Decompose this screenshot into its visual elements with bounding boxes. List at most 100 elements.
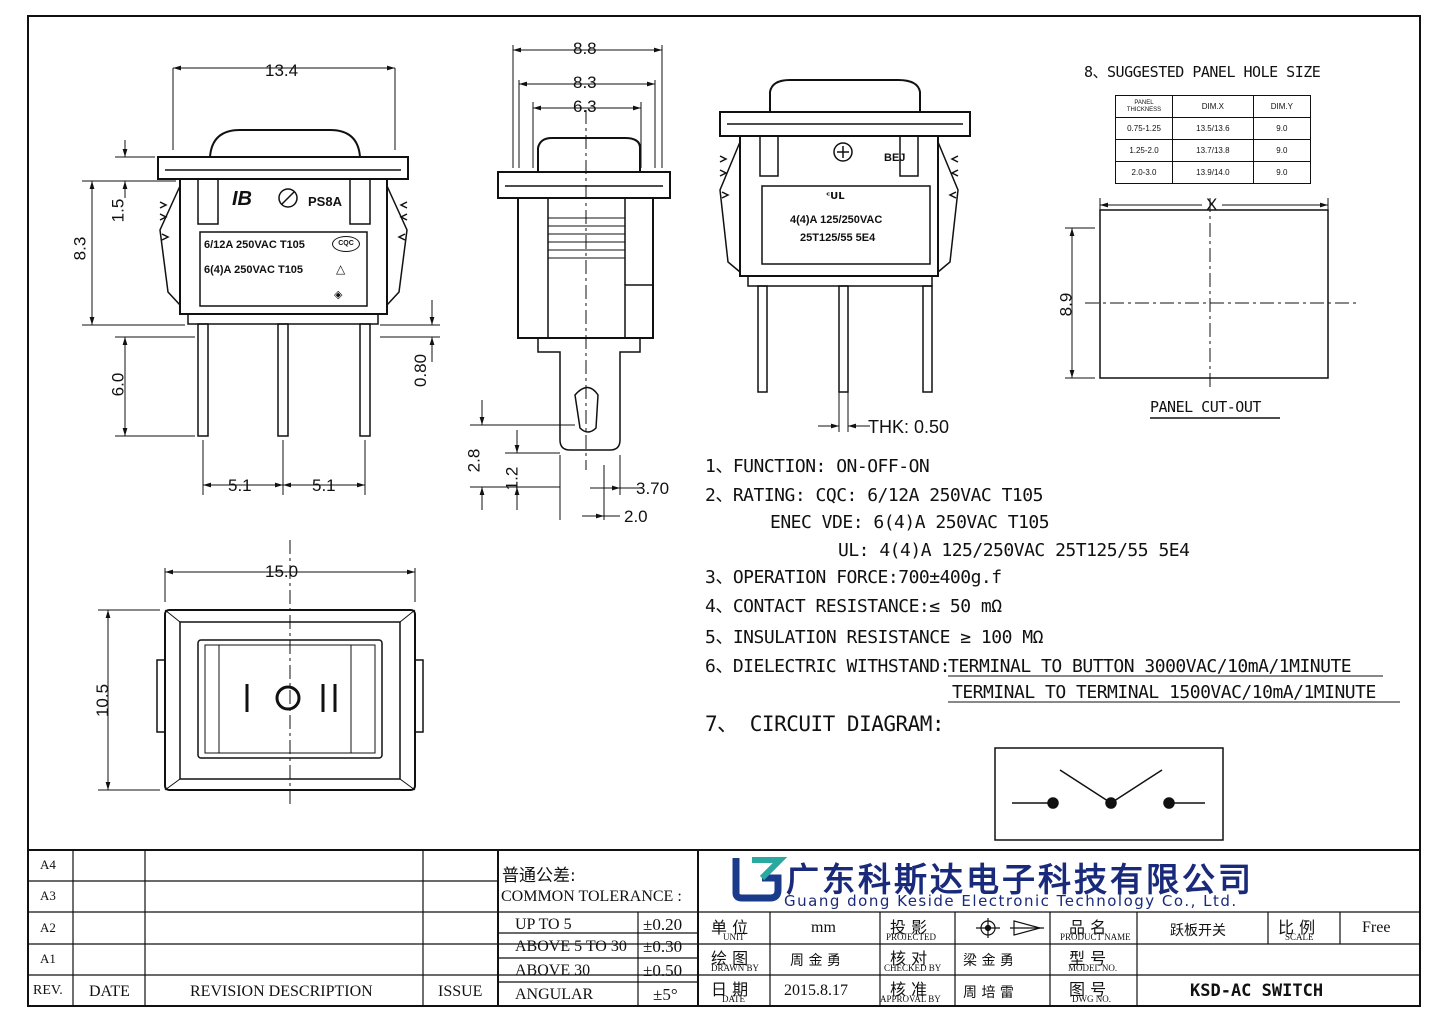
table-cell: 13.7/13.8 [1172, 139, 1254, 162]
title-block-grid [28, 849, 1420, 1006]
projection-symbol [976, 918, 1044, 938]
approval-en: APPROVAL BY [880, 994, 941, 1004]
tol-range-4: ANGULAR [515, 986, 594, 1003]
dim-side-d4: 2.0 [624, 507, 648, 526]
scale-en: SCALE [1285, 932, 1314, 942]
dwg-en: DWG NO. [1072, 994, 1111, 1004]
drawn-cn: 绘 图 [711, 949, 749, 968]
panel-hole-table: PANEL THICKNESS DIM.X DIM.Y 0.75-1.25 13… [1115, 95, 1312, 184]
dim-side-w1: 8.8 [573, 39, 597, 58]
table-cell: 13.9/14.0 [1172, 161, 1254, 184]
model-en: MODEL NO. [1068, 963, 1118, 973]
dim-top-cap: 1.5 [108, 198, 128, 223]
dim-pin-length: 6.0 [108, 372, 128, 397]
dim-bottom-height: 10.5 [93, 683, 113, 718]
table-cell: 9.0 [1252, 139, 1312, 162]
spec-rating-cqc: 2、RATING: CQC: 6/12A 250VAC T105 [705, 485, 1043, 506]
projected-cn: 投 影 [890, 918, 928, 937]
checked-cn: 核 对 [890, 949, 928, 968]
bottom-view [98, 540, 424, 808]
rear-rating-2: 25T125/55 5E4 [800, 232, 876, 244]
tolerance-cn: 普通公差: [502, 866, 576, 886]
date-en: DATE [722, 994, 745, 1004]
tol-range-2: ABOVE 5 TO 30 [515, 938, 627, 955]
table-row: 2.0-3.0 13.9/14.0 9.0 [1115, 161, 1312, 184]
tol-range-1: UP TO 5 [515, 916, 572, 933]
issue-header: ISSUE [438, 983, 483, 1000]
tol-value-4: ±5° [653, 985, 678, 1004]
spec-dielectric-2: TERMINAL TO TERMINAL 1500VAC/10mA/1MINUT… [952, 682, 1376, 703]
date-header: DATE [89, 983, 130, 1000]
panel-cutout [1065, 198, 1360, 419]
product-en: PRODUCT NAME [1060, 932, 1131, 942]
side-view [470, 45, 671, 520]
revision-a2: A2 [40, 920, 56, 935]
table-cell: 13.5/13.6 [1172, 117, 1254, 140]
drawing-number: KSD-AC SWITCH [1190, 981, 1324, 1001]
table-cell: 1.25-2.0 [1115, 139, 1173, 162]
thickness-label: THK: 0.50 [868, 417, 950, 437]
table-row: 0.75-1.25 13.5/13.6 9.0 [1115, 117, 1312, 140]
panel-hole-title: 8、SUGGESTED PANEL HOLE SIZE [1084, 63, 1321, 81]
table-cell: 2.0-3.0 [1115, 161, 1173, 184]
ul-mark-icon: ᶜUL [826, 191, 845, 202]
dim-bottom-width: 15.0 [265, 562, 299, 581]
dim-side-d1: 2.8 [464, 448, 484, 473]
cqc-mark-icon: CQC [332, 236, 360, 252]
unit-en: UNIT [723, 932, 745, 942]
spec-insulation-resistance: 5、INSULATION RESISTANCE ≥ 100 MΩ [705, 627, 1043, 648]
date-value: 2015.8.17 [784, 982, 848, 999]
header-dim-x: DIM.X [1172, 95, 1254, 118]
table-row: 1.25-2.0 13.7/13.8 9.0 [1115, 139, 1312, 162]
spec-dielectric-1: TERMINAL TO BUTTON 3000VAC/10mA/1MINUTE [948, 656, 1352, 677]
dim-pin-gap-2: 5.1 [312, 476, 336, 495]
dim-width: 13.4 [265, 61, 299, 80]
spec-function: 1、FUNCTION: ON-OFF-ON [705, 456, 930, 477]
scale-value: Free [1362, 919, 1391, 936]
vde-mark-icon: ◈ [334, 288, 343, 301]
drawn-value: 周 金 勇 [790, 953, 841, 969]
revision-description-header: REVISION DESCRIPTION [190, 983, 373, 1000]
dim-height: 8.3 [70, 236, 90, 261]
rear-rating-1: 4(4)A 125/250VAC [790, 214, 883, 226]
unit-cn: 单 位 [711, 918, 749, 937]
checked-value: 梁 金 勇 [963, 953, 1014, 969]
dim-pin-offset: 0.80 [411, 353, 431, 388]
tol-range-3: ABOVE 30 [515, 962, 591, 979]
spec-operation-force: 3、OPERATION FORCE:700±400g.f [705, 567, 1002, 588]
model-cn: 型 号 [1069, 949, 1107, 968]
projected-en: PROJECTED [886, 932, 937, 942]
company-logo [732, 857, 788, 902]
unit-value: mm [811, 919, 836, 936]
table-cell: 0.75-1.25 [1115, 117, 1173, 140]
table-header-row: PANEL THICKNESS DIM.X DIM.Y [1115, 95, 1312, 118]
spec-contact-resistance: 4、CONTACT RESISTANCE:≤ 50 mΩ [705, 596, 1002, 617]
dim-pin-gap-1: 5.1 [228, 476, 252, 495]
approval-value: 周 培 雷 [963, 985, 1014, 1001]
cutout-label: PANEL CUT-OUT [1150, 398, 1261, 416]
table-cell: 9.0 [1252, 161, 1312, 184]
product-cn: 品 名 [1069, 918, 1107, 937]
tol-value-2: ±0.30 [643, 937, 683, 956]
brand-logo-icon: IB [232, 188, 252, 210]
spec-circuit-diagram: 7、 CIRCUIT DIAGRAM: [705, 712, 945, 736]
cutout-y-label: 8.9 [1056, 292, 1076, 317]
tol-value-1: ±0.20 [643, 915, 683, 934]
enec-mark-icon: △ [336, 262, 346, 276]
cutout-x-label: X [1206, 195, 1218, 214]
dim-side-d2: 1.2 [502, 466, 522, 491]
scale-cn: 比 例 [1278, 918, 1316, 937]
spec-dielectric-label: 6、DIELECTRIC WITHSTAND: [705, 656, 950, 677]
company-name-cn: 广东科斯达电子科技有限公司 [786, 860, 1254, 899]
model-marking: PS8A [308, 194, 342, 209]
date-cn: 日 期 [711, 980, 749, 999]
dim-side-d3: 3.70 [636, 479, 670, 498]
checked-en: CHECKED BY [884, 963, 942, 973]
rating-marking-2: 6(4)A 250VAC T105 [204, 264, 304, 276]
spec-rating-ul: UL: 4(4)A 125/250VAC 25T125/55 5E4 [838, 540, 1190, 561]
revision-a3: A3 [40, 888, 56, 903]
drawn-en: DRAWN BY [711, 963, 760, 973]
header-dim-y: DIM.Y [1252, 95, 1312, 118]
company-name-en: Guang dong Keside Electronic Technology … [784, 892, 1238, 910]
product-value: 跃板开关 [1170, 923, 1226, 939]
